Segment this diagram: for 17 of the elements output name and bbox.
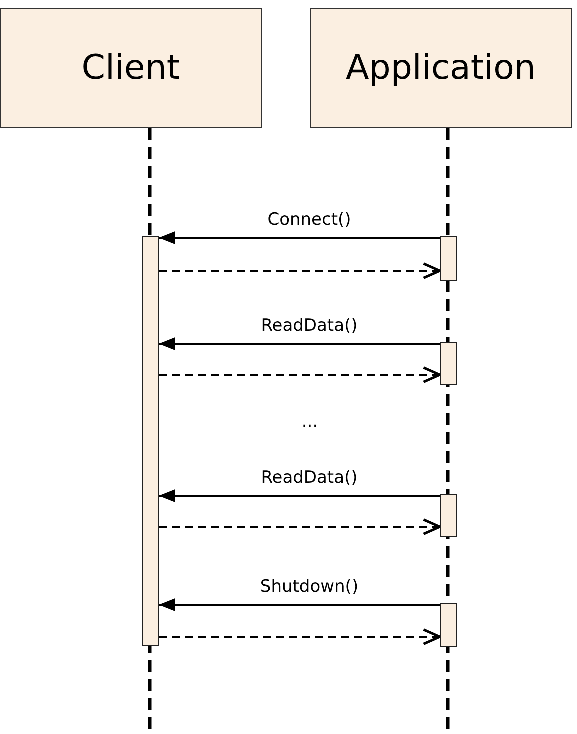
message-arrow [159,598,440,612]
activation-bar [440,603,457,647]
participant-name: Application [346,48,536,88]
activation-bar [142,236,159,646]
message-arrow [159,490,440,502]
activation-bar [440,236,457,281]
participant-box [0,8,262,128]
activation-bar [440,494,457,537]
return-arrow [159,628,442,646]
message-arrow [159,232,440,244]
return-arrow [159,518,442,536]
message-arrow [159,338,440,350]
participant-box [310,8,572,128]
return-arrow [159,366,442,384]
return-arrow [159,262,442,280]
participant-name: Client [82,48,180,88]
activation-bar [440,342,457,385]
